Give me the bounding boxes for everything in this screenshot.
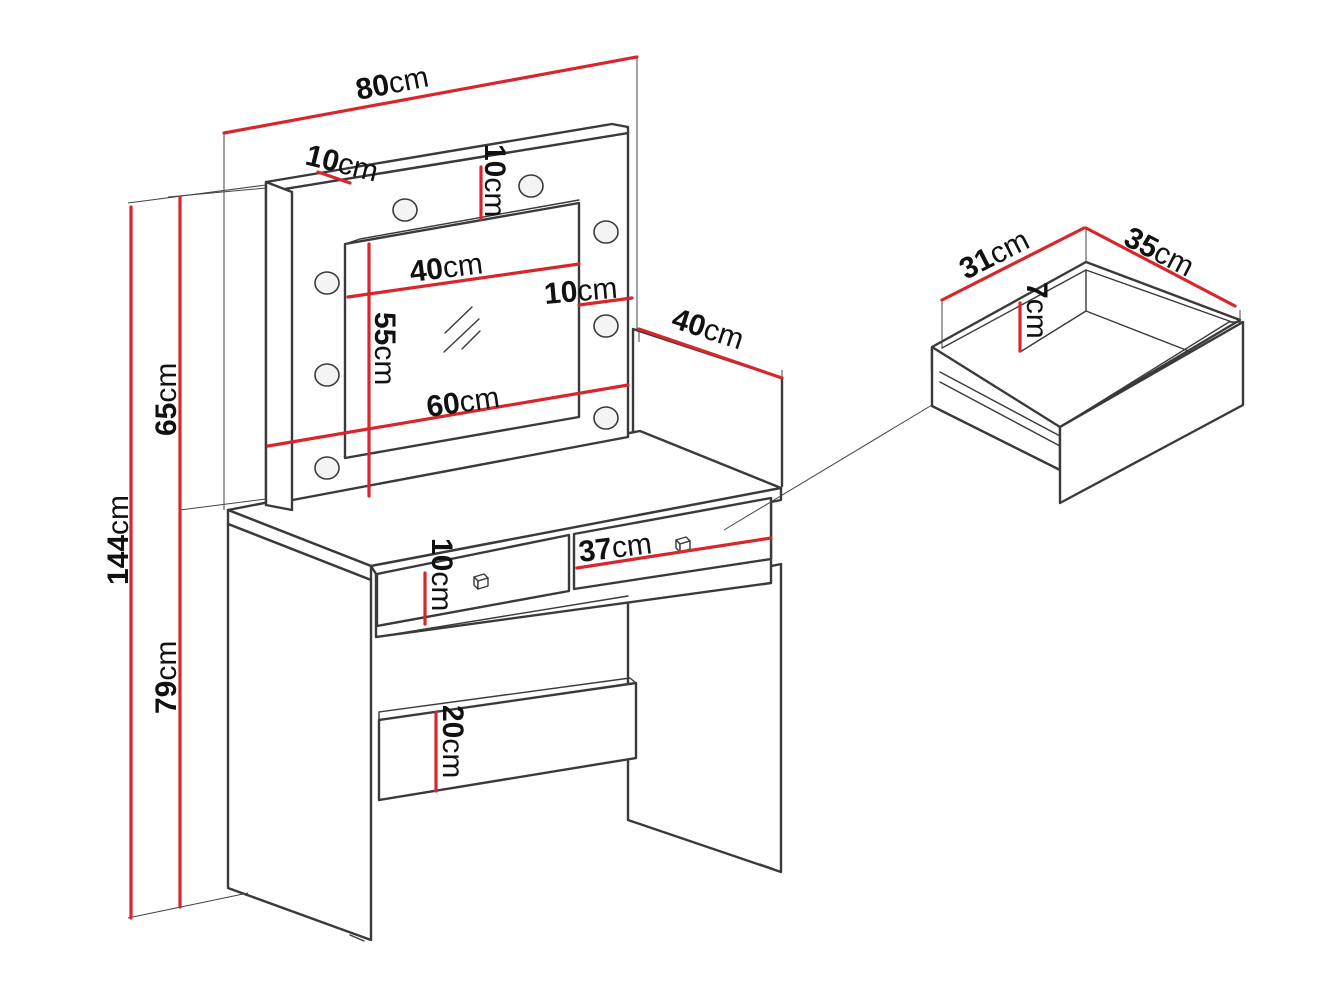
label-desk-height: 79cm <box>150 641 183 714</box>
drawer-detail <box>723 260 1245 531</box>
cavity-edge <box>375 595 629 638</box>
vanity-bulbs <box>314 174 619 480</box>
bottom-drawer <box>377 681 638 802</box>
dim-line-frame-right <box>577 296 634 307</box>
dim-line-detail-width <box>940 226 1086 302</box>
mirror-unit <box>264 122 630 512</box>
label-top-drawer-width: 37cm <box>577 527 654 569</box>
dim-line-detail-depth <box>1084 226 1237 308</box>
glass-reflection-icon <box>443 306 481 353</box>
label-top-drawer-height: 10cm <box>425 538 458 611</box>
bulb-icon <box>593 220 619 244</box>
mirror-frame-side <box>264 180 294 512</box>
label-detail-depth: 35cm <box>1119 221 1199 284</box>
mirror-glass <box>343 201 581 460</box>
label-depth: 40cm <box>668 302 748 356</box>
dim-line-frame-side <box>316 170 352 185</box>
bottom-drawer-top-edge <box>378 677 637 721</box>
right-foot <box>759 863 775 870</box>
label-panel-width: 60cm <box>424 381 501 424</box>
bulb-icon <box>593 314 619 338</box>
label-mirror-height: 65cm <box>150 363 183 436</box>
left-panel <box>226 522 373 942</box>
label-total-height: 144cm <box>102 495 135 585</box>
desk-body <box>226 327 784 942</box>
label-frame-right: 10cm <box>543 272 619 311</box>
detail-drawer-rail <box>939 371 1061 437</box>
dimension-lines <box>129 55 1237 920</box>
bulb-icon <box>518 174 544 198</box>
dim-line-total-width <box>222 55 639 135</box>
dim-line-depth <box>637 327 784 380</box>
bulb-icon <box>392 198 418 222</box>
extension-lines <box>127 57 1241 919</box>
detail-leader-line <box>723 404 933 531</box>
label-bottom-drawer-height: 20cm <box>436 705 469 778</box>
label-frame-top: 10cm <box>478 144 511 217</box>
label-detail-width: 31cm <box>954 224 1034 287</box>
bulb-icon <box>593 406 619 430</box>
right-panel <box>626 562 783 874</box>
top-drawer-left-handle <box>473 573 489 590</box>
label-glass-height: 55cm <box>368 312 401 385</box>
dim-line-glass-width <box>346 262 581 299</box>
dim-line-panel-width <box>266 383 630 448</box>
label-glass-width: 40cm <box>408 247 485 289</box>
label-total-width: 80cm <box>353 60 431 106</box>
left-foot <box>349 934 365 942</box>
dim-line-top-drawer-width <box>575 536 773 570</box>
label-detail-height: 7cm <box>1020 282 1053 339</box>
bulb-icon <box>314 456 340 480</box>
detail-drawer-front-top <box>1059 321 1244 428</box>
bulb-icon <box>314 363 340 387</box>
bulb-icon <box>314 271 340 295</box>
label-frame-side: 10cm <box>302 139 381 189</box>
mirror-glass-inset <box>344 199 580 245</box>
detail-drawer-front <box>1058 320 1245 505</box>
detail-drawer-rail <box>939 381 1061 447</box>
top-drawer-right <box>572 496 773 591</box>
